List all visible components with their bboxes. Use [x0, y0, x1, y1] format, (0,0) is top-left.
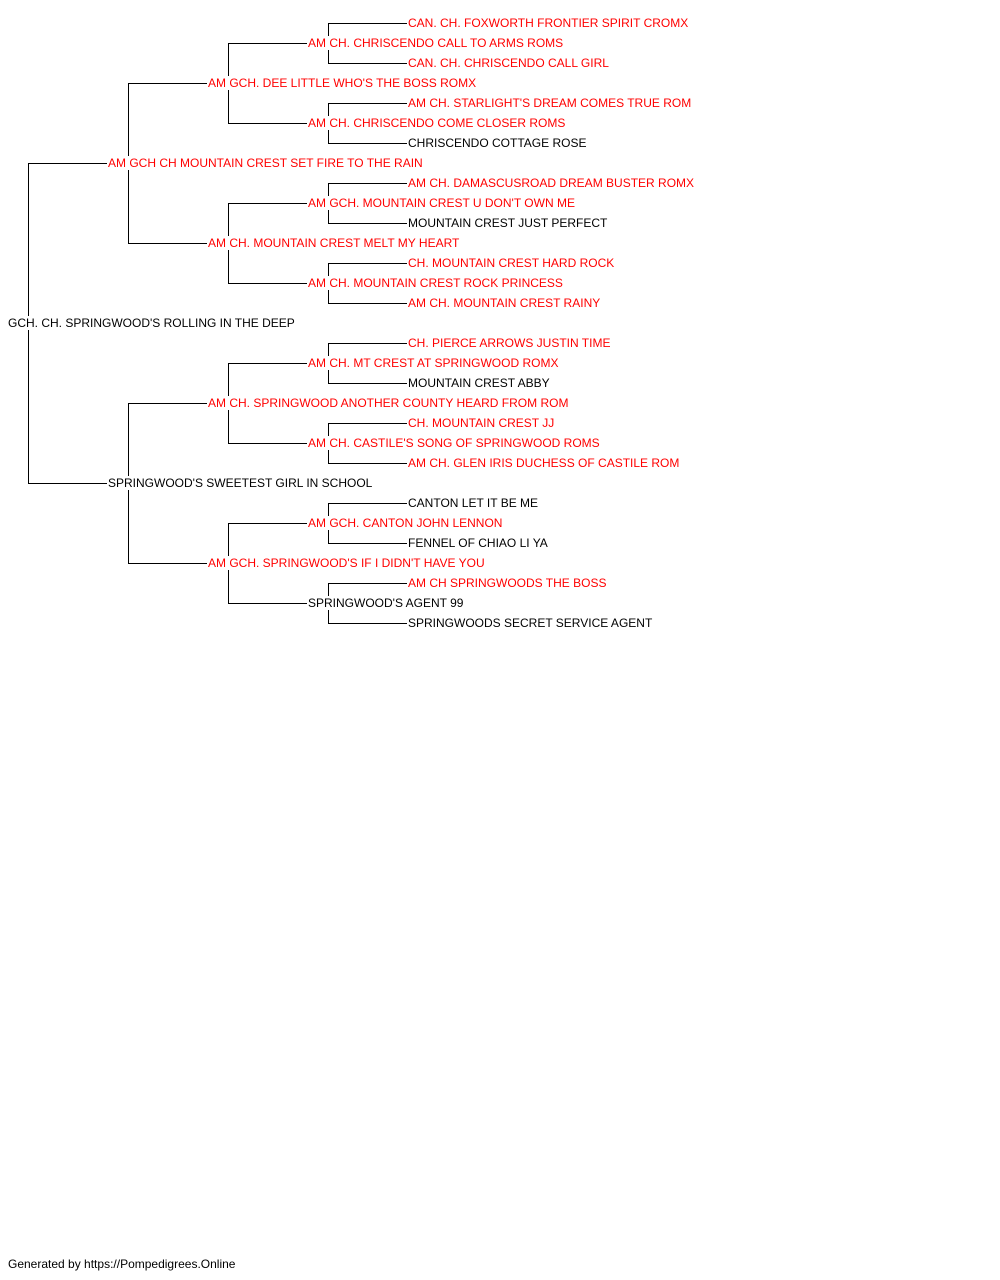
connector-line	[327, 23, 329, 43]
connector-line	[127, 403, 129, 483]
connector-line	[228, 122, 324, 124]
connector-line	[327, 103, 329, 123]
connector-line	[327, 363, 329, 383]
connector-line	[327, 123, 329, 143]
connector-line	[227, 83, 229, 123]
ancestor-name: AM CH. MT CREST AT SPRINGWOOD ROMX	[307, 356, 560, 370]
connector-line	[227, 363, 229, 403]
generated-by-footer: Generated by https://Pompedigrees.Online	[8, 1257, 236, 1271]
connector-line	[128, 242, 224, 244]
ancestor-name: AM GCH. SPRINGWOOD'S IF I DIDN'T HAVE YO…	[207, 556, 486, 570]
connector-line	[328, 502, 426, 504]
connector-line	[327, 263, 329, 283]
ancestor-name: AM CH. DAMASCUSROAD DREAM BUSTER ROMX	[407, 176, 696, 190]
connector-line	[327, 203, 329, 223]
ancestor-name: MOUNTAIN CREST JUST PERFECT	[407, 216, 609, 230]
connector-line	[327, 343, 329, 363]
connector-line	[328, 342, 426, 344]
connector-line	[328, 382, 426, 384]
ancestor-name: CH. PIERCE ARROWS JUSTIN TIME	[407, 336, 612, 350]
ancestor-name: FENNEL OF CHIAO LI YA	[407, 536, 549, 550]
connector-line	[27, 323, 29, 483]
connector-line	[228, 42, 324, 44]
connector-line	[327, 283, 329, 303]
connector-line	[327, 443, 329, 463]
connector-line	[328, 102, 426, 104]
ancestor-name: AM GCH. CANTON JOHN LENNON	[307, 516, 504, 530]
connector-line	[328, 582, 426, 584]
connector-line	[28, 162, 124, 164]
connector-line	[228, 282, 324, 284]
ancestor-name: AM CH. MOUNTAIN CREST ROCK PRINCESS	[307, 276, 564, 290]
connector-line	[227, 43, 229, 83]
ancestor-name: CAN. CH. FOXWORTH FRONTIER SPIRIT CROMX	[407, 16, 690, 30]
connector-line	[228, 602, 324, 604]
ancestor-name: MOUNTAIN CREST ABBY	[407, 376, 551, 390]
connector-line	[227, 523, 229, 563]
connector-line	[328, 542, 426, 544]
connector-line	[227, 403, 229, 443]
ancestor-name: AM GCH. MOUNTAIN CREST U DON'T OWN ME	[307, 196, 576, 210]
connector-line	[227, 203, 229, 243]
connector-line	[327, 583, 329, 603]
ancestor-name: AM CH. CASTILE'S SONG OF SPRINGWOOD ROMS	[307, 436, 601, 450]
connector-line	[127, 483, 129, 563]
connector-line	[28, 482, 124, 484]
ancestor-name: AM CH. MOUNTAIN CREST MELT MY HEART	[207, 236, 461, 250]
connector-line	[328, 142, 426, 144]
connector-line	[227, 563, 229, 603]
ancestor-name: CH. MOUNTAIN CREST JJ	[407, 416, 556, 430]
ancestor-name: CHRISCENDO COTTAGE ROSE	[407, 136, 588, 150]
connector-line	[328, 262, 426, 264]
subject-dog-name: GCH. CH. SPRINGWOOD'S ROLLING IN THE DEE…	[7, 316, 296, 330]
ancestor-name: AM CH. SPRINGWOOD ANOTHER COUNTY HEARD F…	[207, 396, 570, 410]
connector-line	[328, 22, 426, 24]
ancestor-name: CH. MOUNTAIN CREST HARD ROCK	[407, 256, 616, 270]
connector-line	[328, 302, 426, 304]
connector-line	[128, 402, 224, 404]
ancestor-name: AM CH. STARLIGHT'S DREAM COMES TRUE ROM	[407, 96, 693, 110]
connector-line	[128, 562, 224, 564]
connector-line	[328, 222, 426, 224]
connector-line	[327, 423, 329, 443]
ancestor-name: CANTON LET IT BE ME	[407, 496, 540, 510]
ancestor-name: AM CH. MOUNTAIN CREST RAINY	[407, 296, 602, 310]
connector-line	[327, 43, 329, 63]
connector-line	[328, 462, 426, 464]
connector-line	[228, 522, 324, 524]
ancestor-name: AM CH. CHRISCENDO CALL TO ARMS ROMS	[307, 36, 565, 50]
ancestor-name: AM CH SPRINGWOODS THE BOSS	[407, 576, 608, 590]
connector-line	[327, 503, 329, 523]
connector-line	[127, 163, 129, 243]
ancestor-name: AM GCH CH MOUNTAIN CREST SET FIRE TO THE…	[107, 156, 424, 170]
ancestor-name: SPRINGWOODS SECRET SERVICE AGENT	[407, 616, 654, 630]
connector-line	[328, 422, 426, 424]
connector-line	[327, 183, 329, 203]
ancestor-name: CAN. CH. CHRISCENDO CALL GIRL	[407, 56, 610, 70]
connector-line	[227, 243, 229, 283]
ancestor-name: AM GCH. DEE LITTLE WHO'S THE BOSS ROMX	[207, 76, 478, 90]
connector-line	[228, 202, 324, 204]
ancestor-name: AM CH. CHRISCENDO COME CLOSER ROMS	[307, 116, 567, 130]
connector-line	[327, 523, 329, 543]
connector-line	[228, 442, 324, 444]
connector-line	[228, 362, 324, 364]
connector-line	[328, 182, 426, 184]
connector-line	[328, 62, 426, 64]
connector-line	[128, 82, 224, 84]
connector-line	[327, 603, 329, 623]
ancestor-name: AM CH. GLEN IRIS DUCHESS OF CASTILE ROM	[407, 456, 681, 470]
ancestor-name: SPRINGWOOD'S SWEETEST GIRL IN SCHOOL	[107, 476, 374, 490]
connector-line	[328, 622, 426, 624]
connector-line	[27, 163, 29, 323]
ancestor-name: SPRINGWOOD'S AGENT 99	[307, 596, 465, 610]
connector-line	[127, 83, 129, 163]
